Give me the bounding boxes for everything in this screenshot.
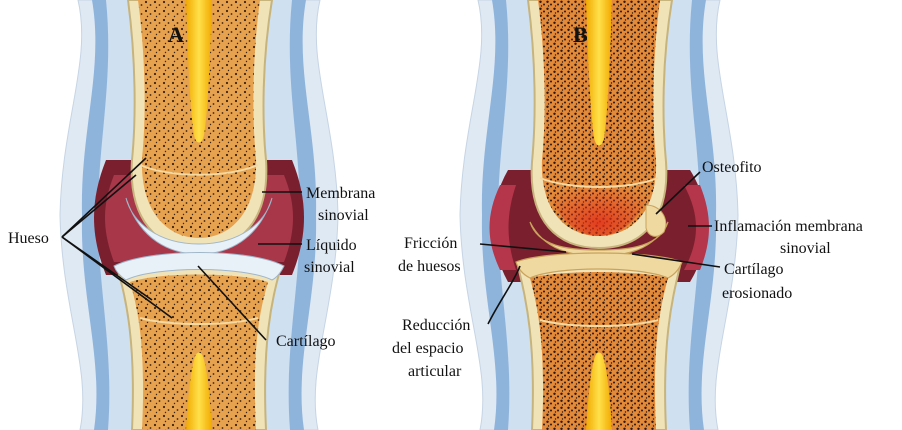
label-inflamacion-line2: sinovial — [780, 240, 831, 257]
label-membrana-line1: Membrana — [306, 185, 375, 202]
panel-b-title: B — [573, 22, 588, 47]
label-inflamacion-line1: Inflamación membrana — [714, 218, 863, 235]
label-cartilago-erosionado-line1: Cartílago — [724, 261, 784, 278]
label-osteofito: Osteofito — [702, 159, 762, 176]
panel-a-title: A — [168, 22, 184, 47]
label-reduccion-line1: Reducción — [402, 317, 470, 334]
panel-a: A Hueso Membrana sinovial Líquido sinovi… — [8, 0, 375, 430]
panel-b: B Osteofito Inflamación membrana sinovia… — [392, 0, 863, 430]
label-hueso: Hueso — [8, 230, 49, 247]
label-friccion-line2: de huesos — [398, 258, 461, 275]
label-liquido-line1: Líquido — [306, 237, 357, 254]
label-reduccion-line3: articular — [408, 363, 462, 380]
label-cartilago-erosionado-line2: erosionado — [722, 285, 792, 302]
label-membrana-line2: sinovial — [318, 207, 369, 224]
label-friccion-line1: Fricción — [404, 235, 457, 252]
label-liquido-line2: sinovial — [304, 259, 355, 276]
label-cartilago: Cartílago — [276, 333, 336, 350]
label-reduccion-line2: del espacio — [392, 340, 464, 357]
